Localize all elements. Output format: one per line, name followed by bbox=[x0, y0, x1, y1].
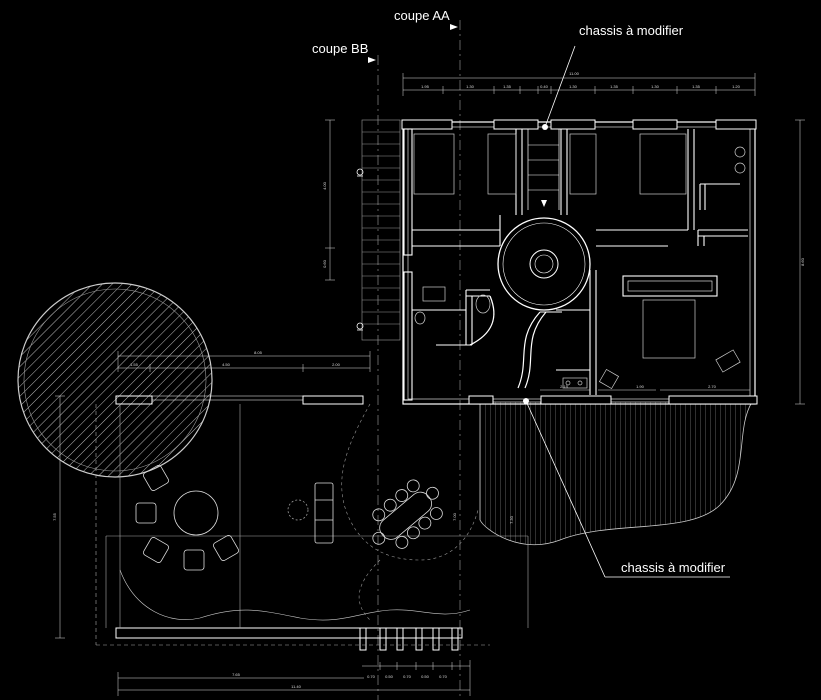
dim-upper-total: 11.00 bbox=[569, 71, 579, 76]
dim-mid-1: 1.55 bbox=[130, 362, 139, 367]
dim-upper-8: 1.35 bbox=[692, 84, 701, 89]
dim-bottom-2: 0.50 bbox=[385, 674, 394, 679]
deck-right bbox=[479, 401, 753, 546]
bottom-windows bbox=[468, 395, 758, 405]
coupe-aa-label: coupe AA bbox=[394, 8, 450, 23]
dim-left-2: 0.60 bbox=[322, 259, 327, 268]
interior-walls bbox=[403, 128, 748, 401]
coupe-bb-label: coupe BB bbox=[312, 41, 369, 56]
dim-mid-total: 8.05 bbox=[254, 350, 263, 355]
section-axes bbox=[377, 20, 461, 700]
lounge-furniture bbox=[135, 465, 334, 571]
dim-room-2: 1.90 bbox=[636, 384, 645, 389]
dim-upper-9: 1.20 bbox=[732, 84, 741, 89]
top-windows bbox=[401, 119, 757, 130]
leader-lines bbox=[525, 45, 730, 578]
dim-bottom-total: 11.40 bbox=[291, 684, 301, 689]
dim-upper-7: 1.30 bbox=[651, 84, 660, 89]
dim-terrace-left: 7.55 bbox=[52, 512, 57, 521]
dim-bottom-left: 7.65 bbox=[232, 672, 241, 677]
exterior-stair bbox=[361, 119, 401, 341]
terrace bbox=[115, 395, 463, 651]
dim-bottom-1: 0.70 bbox=[367, 674, 376, 679]
dim-upper-3: 1.35 bbox=[503, 84, 512, 89]
dim-mid-2: 4.50 bbox=[222, 362, 231, 367]
dim-upper-5: 1.30 bbox=[569, 84, 578, 89]
dim-upper-1: 1.95 bbox=[421, 84, 430, 89]
dim-upper-6: 1.35 bbox=[610, 84, 619, 89]
house-walls bbox=[402, 121, 756, 405]
dim-left-1: 4.00 bbox=[322, 181, 327, 190]
dim-bottom-5: 0.70 bbox=[439, 674, 448, 679]
terrace-outline bbox=[95, 403, 529, 646]
dim-upper-4: 0.40 bbox=[540, 84, 549, 89]
spiral-stair bbox=[497, 129, 591, 311]
chassis-label-bottom: chassis à modifier bbox=[621, 560, 726, 575]
dim-terrace-right: 7.30 bbox=[509, 515, 514, 524]
dim-mid-3: 2.00 bbox=[332, 362, 341, 367]
furniture-upper bbox=[413, 133, 746, 390]
dim-terrace-mid: 7.00 bbox=[452, 512, 457, 521]
leader-dots bbox=[523, 124, 548, 404]
dimension-texts: 11.00 1.95 1.30 1.35 0.40 1.30 1.35 1.30… bbox=[52, 71, 805, 689]
section-arrows bbox=[368, 24, 458, 63]
chassis-label-top: chassis à modifier bbox=[579, 23, 684, 38]
dim-right: 8.60 bbox=[800, 257, 805, 266]
dining-set bbox=[372, 479, 443, 549]
dim-room-3: 2.70 bbox=[708, 384, 717, 389]
dim-bottom-3: 0.70 bbox=[403, 674, 412, 679]
dimension-lines bbox=[55, 73, 805, 696]
round-garden bbox=[17, 282, 213, 478]
dim-room-1: 2.15 bbox=[560, 384, 569, 389]
dim-upper-2: 1.30 bbox=[466, 84, 475, 89]
level-markers bbox=[356, 168, 364, 331]
dim-bottom-4: 0.50 bbox=[421, 674, 430, 679]
